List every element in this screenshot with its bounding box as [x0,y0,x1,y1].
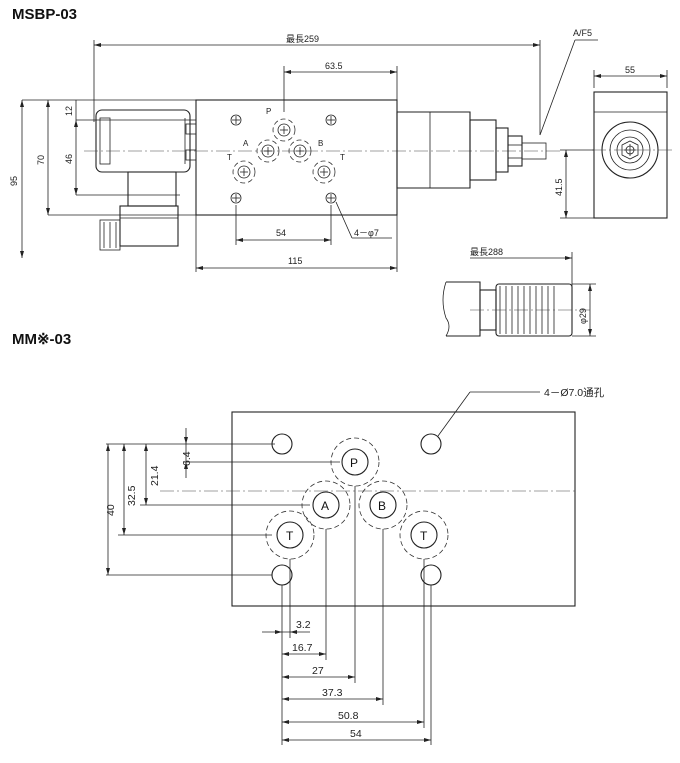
dim-6-4: 6.4 [181,451,193,466]
dim-16-7: 16.7 [292,642,313,654]
dim-70: 70 [36,155,46,165]
dim-32-5: 32.5 [126,485,138,506]
af-label: A/F5 [573,28,592,38]
dim-55: 55 [625,65,635,75]
bottom-port-a: A [321,499,329,513]
knob-length: 最長288 [470,247,503,257]
bottom-port-p: P [350,456,358,470]
top-port-a: A [243,139,249,148]
bottom-dim-54: 54 [350,728,362,740]
mm-title: MM※-03 [12,331,71,348]
dim-3-2: 3.2 [296,619,311,631]
dim-overall-length: 最長259 [286,34,319,44]
dim-12: 12 [64,106,74,116]
dim-63-5: 63.5 [325,61,343,71]
bottom-port-t-right: T [420,529,428,543]
dim-21-4: 21.4 [149,465,161,486]
top-holes-label: 4－φ7 [354,228,379,238]
dim-27: 27 [312,665,324,677]
dim-95: 95 [9,176,19,186]
dim-46: 46 [64,154,74,164]
top-port-t-right: T [340,153,345,162]
top-port-b: B [318,139,323,148]
top-dim-54: 54 [276,228,286,238]
dim-41-5: 41.5 [554,178,564,196]
top-port-t-left: T [227,153,232,162]
knob-dia: φ29 [578,308,588,324]
top-port-p: P [266,107,271,116]
msbp-title: MSBP-03 [12,6,77,23]
dim-40: 40 [105,504,117,516]
bottom-port-t-left: T [286,529,294,543]
dim-115: 115 [288,256,302,266]
dim-37-3: 37.3 [322,687,343,699]
bottom-port-b: B [378,499,386,513]
bottom-holes-label: 4－Ø7.0通孔 [544,386,605,399]
dim-50-8: 50.8 [338,710,359,722]
